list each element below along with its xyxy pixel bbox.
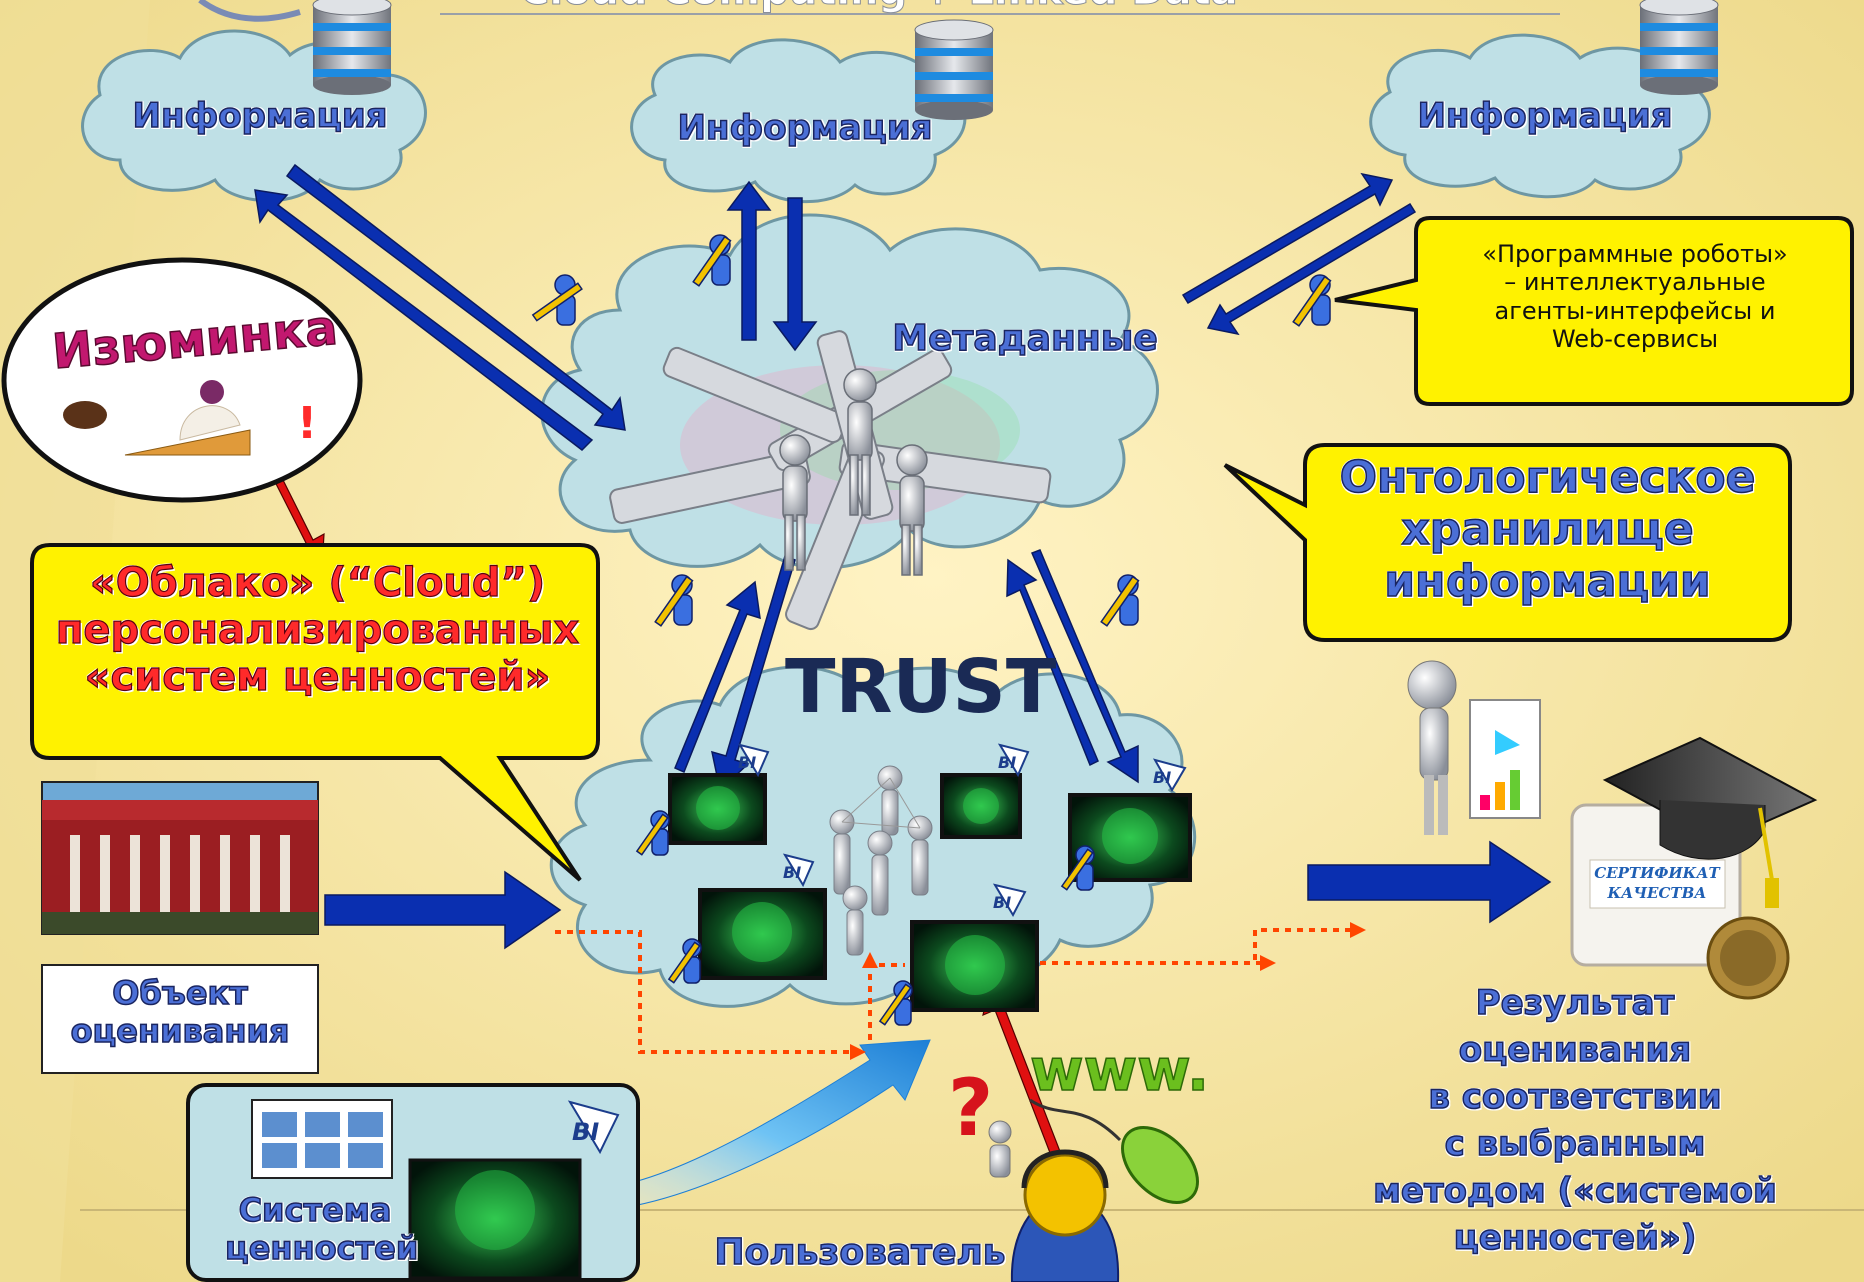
user-label: Пользователь xyxy=(714,1231,1007,1274)
robots-callout xyxy=(1334,216,1854,406)
mouse-icon xyxy=(1029,1098,1199,1204)
robot-agent-icon xyxy=(531,274,583,326)
izuminka-exclamation: ! xyxy=(296,398,318,449)
robot-agent-icon xyxy=(878,980,913,1026)
arrow-values-to-metadata-right xyxy=(1006,558,1099,767)
ontology-callout xyxy=(1223,443,1792,642)
values-system-box: BI xyxy=(186,1083,640,1282)
user-avatar-icon xyxy=(1010,1149,1120,1282)
info-cloud-left-label: Информация xyxy=(132,95,388,137)
robot-agent-icon xyxy=(667,938,702,984)
bi-badge-label: BI xyxy=(998,753,1016,772)
database-icon xyxy=(1639,0,1719,95)
robot-agent-icon xyxy=(1100,574,1140,627)
robot-agent-icon xyxy=(1292,274,1332,327)
robot-agent-icon xyxy=(692,234,732,287)
certificate-line-2: КАЧЕСТВА xyxy=(1607,884,1707,902)
ontology-callout-text: Онтологическое хранилище информации xyxy=(1339,451,1756,607)
bi-monitor xyxy=(668,773,767,845)
object-label: Объект оценивания xyxy=(70,973,290,1050)
bi-badge-label: BI xyxy=(783,863,801,882)
metadata-cloud-label: Метаданные xyxy=(892,317,1159,360)
arrow-info-right-to-metadata xyxy=(1206,202,1417,336)
certificate-line-1: СЕРТИФИКАТ xyxy=(1594,864,1721,882)
www-logo: www. xyxy=(1030,1036,1209,1104)
blue-arrows xyxy=(254,163,1552,950)
arrow-cloud-to-result xyxy=(1307,840,1552,924)
people-network-icon xyxy=(829,765,933,956)
izuminka-bubble xyxy=(1,257,363,503)
svg-text:?: ? xyxy=(948,1064,993,1154)
info-cloud-center xyxy=(630,38,967,203)
bi-monitor xyxy=(698,888,827,980)
coffee-bean-icon xyxy=(63,401,107,429)
bi-badge-label: BI xyxy=(993,893,1011,912)
bi-badge-label: BI xyxy=(738,753,756,772)
object-photo xyxy=(41,781,319,935)
graduation-cap-icon xyxy=(1602,736,1818,908)
analyst-figure-icon xyxy=(1407,660,1541,835)
arrow-metadata-to-values-right xyxy=(1030,549,1139,784)
arrow-info-center-to-metadata xyxy=(772,197,818,352)
object-label-box xyxy=(41,964,319,1074)
robot-agents xyxy=(531,234,1332,1026)
robots-callout-text: «Программные роботы» – интеллектуальные … xyxy=(1482,240,1788,353)
bi-monitor xyxy=(910,920,1039,1012)
bi-badge-icon: BI BI BI BI BI xyxy=(737,743,1187,918)
header-title: Cloud Computing + Linked Data xyxy=(520,0,1238,14)
bi-badge-label: BI xyxy=(572,1118,599,1146)
robot-agent-icon xyxy=(635,810,670,856)
question-person-icon: ? xyxy=(948,1064,1012,1178)
info-cloud-right xyxy=(1369,33,1711,199)
result-label: Результат оценивания в соответствии с вы… xyxy=(1372,982,1777,1258)
arrow-object-to-cloud xyxy=(324,870,562,950)
arrow-values-system-to-cloud xyxy=(564,1039,931,1212)
arrow-metadata-to-values-left xyxy=(711,554,796,792)
cloud-values-callout xyxy=(30,543,600,882)
trust-logo: TRUST xyxy=(785,644,1057,730)
robot-agent-icon xyxy=(654,574,694,627)
cloud-values-callout-text: «Облако» (“Cloud”) персонализированных «… xyxy=(55,559,580,701)
values-system-label: Система ценностей xyxy=(224,1190,419,1267)
bi-badge-label: BI xyxy=(1153,768,1171,787)
dotted-arrowheads xyxy=(850,922,1366,1060)
header-swoosh xyxy=(198,0,301,22)
database-icon xyxy=(312,0,392,95)
cake-slice-icon xyxy=(124,429,251,456)
info-cloud-right-label: Информация xyxy=(1417,95,1673,137)
robot-agent-icon xyxy=(1060,845,1095,891)
arrow-metadata-to-info-left xyxy=(254,189,594,451)
database-icon xyxy=(914,19,994,120)
people-group-icon xyxy=(779,368,928,576)
arrow-values-to-metadata-left xyxy=(674,580,761,774)
arrow-metadata-to-info-center xyxy=(726,180,772,341)
arrow-metadata-to-info-right xyxy=(1181,172,1394,305)
arrow-info-left-to-metadata xyxy=(285,163,626,431)
bi-monitor xyxy=(940,773,1022,839)
info-cloud-center-label: Информация xyxy=(677,107,933,149)
medal-inner xyxy=(1720,930,1776,986)
